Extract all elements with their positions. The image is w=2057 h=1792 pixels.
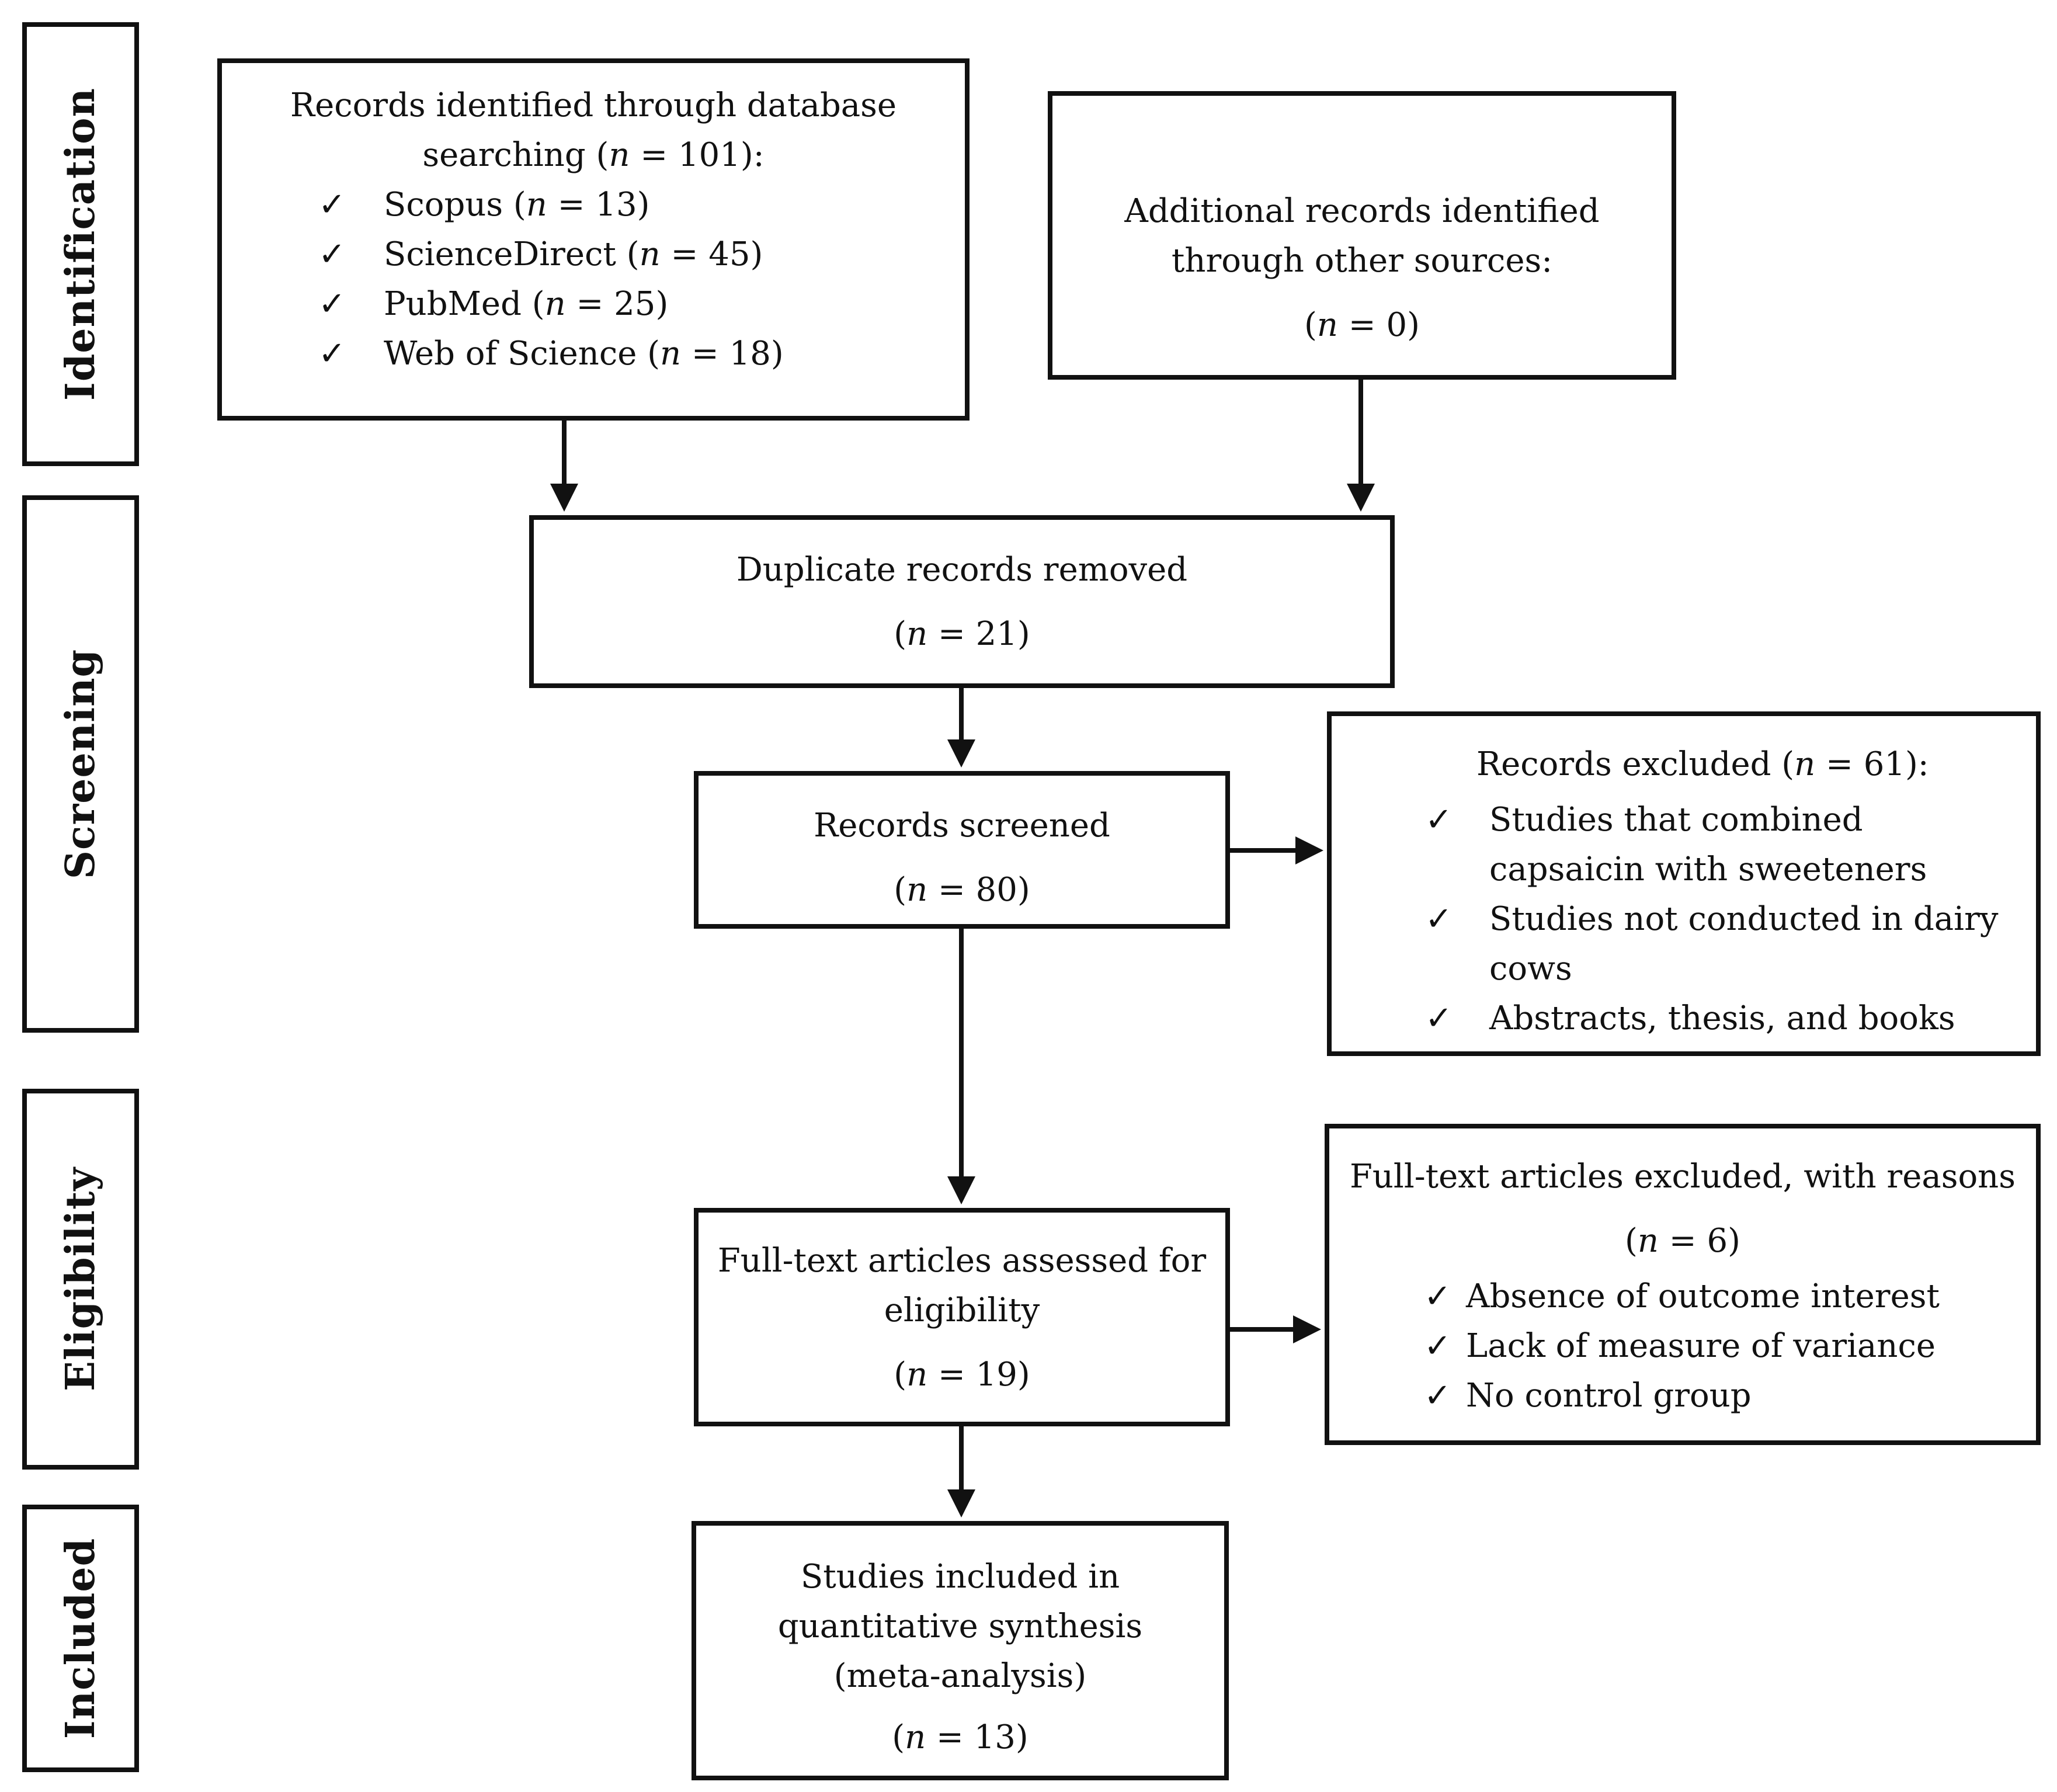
check-icon: ✓ bbox=[1425, 900, 1453, 938]
records-screened-box: Records screened (n = 80) bbox=[694, 771, 1230, 929]
stage-included: Included bbox=[22, 1505, 139, 1772]
additional-records-box: Additional records identified through ot… bbox=[1048, 91, 1676, 380]
fulltext-excluded-count: (n = 6) bbox=[1625, 1222, 1740, 1260]
duplicates-count: (n = 21) bbox=[894, 615, 1030, 653]
identified-line2: searching (n = 101): bbox=[422, 136, 765, 174]
fulltext-count: (n = 19) bbox=[894, 1356, 1030, 1394]
fulltext-assessed-box: Full-text articles assessed for eligibil… bbox=[694, 1208, 1230, 1426]
records-identified-box: Records identified through database sear… bbox=[217, 58, 970, 421]
source-item: PubMed (n = 25) bbox=[384, 285, 669, 323]
excluded-title: Records excluded (n = 61): bbox=[1476, 745, 1929, 783]
reason-item: No control group bbox=[1466, 1377, 1752, 1415]
screened-line1: Records screened bbox=[814, 807, 1110, 845]
source-item: Scopus (n = 13) bbox=[384, 186, 650, 224]
stage-screening: Screening bbox=[22, 495, 139, 1033]
check-icon: ✓ bbox=[318, 186, 346, 224]
stage-eligibility: Eligibility bbox=[22, 1089, 139, 1470]
fulltext-excluded-box: Full-text articles excluded, with reason… bbox=[1325, 1124, 2041, 1445]
additional-count: (n = 0) bbox=[1304, 306, 1420, 344]
check-icon: ✓ bbox=[1424, 1327, 1451, 1365]
excluded-item: Studies that combined bbox=[1489, 801, 1863, 839]
records-excluded-box: Records excluded (n = 61): ✓ Studies tha… bbox=[1327, 711, 2041, 1056]
check-icon: ✓ bbox=[318, 285, 346, 323]
reason-item: Lack of measure of variance bbox=[1466, 1327, 1936, 1365]
check-icon: ✓ bbox=[1425, 999, 1453, 1037]
additional-line2: through other sources: bbox=[1171, 242, 1553, 280]
duplicates-line1: Duplicate records removed bbox=[736, 551, 1188, 589]
included-count: (n = 13) bbox=[892, 1718, 1028, 1756]
check-icon: ✓ bbox=[318, 235, 346, 273]
fulltext-excluded-title: Full-text articles excluded, with reason… bbox=[1350, 1158, 2016, 1196]
excluded-item: Studies not conducted in dairy bbox=[1489, 900, 1999, 938]
check-icon: ✓ bbox=[1424, 1277, 1451, 1315]
duplicates-removed-box: Duplicate records removed (n = 21) bbox=[529, 515, 1395, 688]
included-line2: quantitative synthesis bbox=[777, 1607, 1143, 1645]
stage-identification: Identification bbox=[22, 22, 139, 466]
reason-item: Absence of outcome interest bbox=[1466, 1277, 1940, 1315]
excluded-item: Abstracts, thesis, and books bbox=[1489, 999, 1955, 1037]
check-icon: ✓ bbox=[1425, 801, 1453, 839]
source-item: Web of Science (n = 18) bbox=[384, 335, 784, 373]
fulltext-line2: eligibility bbox=[884, 1291, 1040, 1329]
included-line1: Studies included in bbox=[800, 1558, 1120, 1596]
fulltext-line1: Full-text articles assessed for bbox=[717, 1242, 1207, 1280]
excluded-item-cont: capsaicin with sweeteners bbox=[1489, 850, 1927, 888]
source-item: ScienceDirect (n = 45) bbox=[384, 235, 763, 273]
studies-included-box: Studies included in quantitative synthes… bbox=[692, 1521, 1229, 1780]
identified-line1: Records identified through database bbox=[290, 86, 897, 124]
screened-count: (n = 80) bbox=[894, 871, 1030, 909]
excluded-item-cont: cows bbox=[1489, 950, 1572, 988]
included-line3: (meta-analysis) bbox=[833, 1657, 1087, 1695]
additional-line1: Additional records identified bbox=[1124, 192, 1600, 230]
check-icon: ✓ bbox=[1424, 1377, 1451, 1415]
check-icon: ✓ bbox=[318, 335, 346, 373]
